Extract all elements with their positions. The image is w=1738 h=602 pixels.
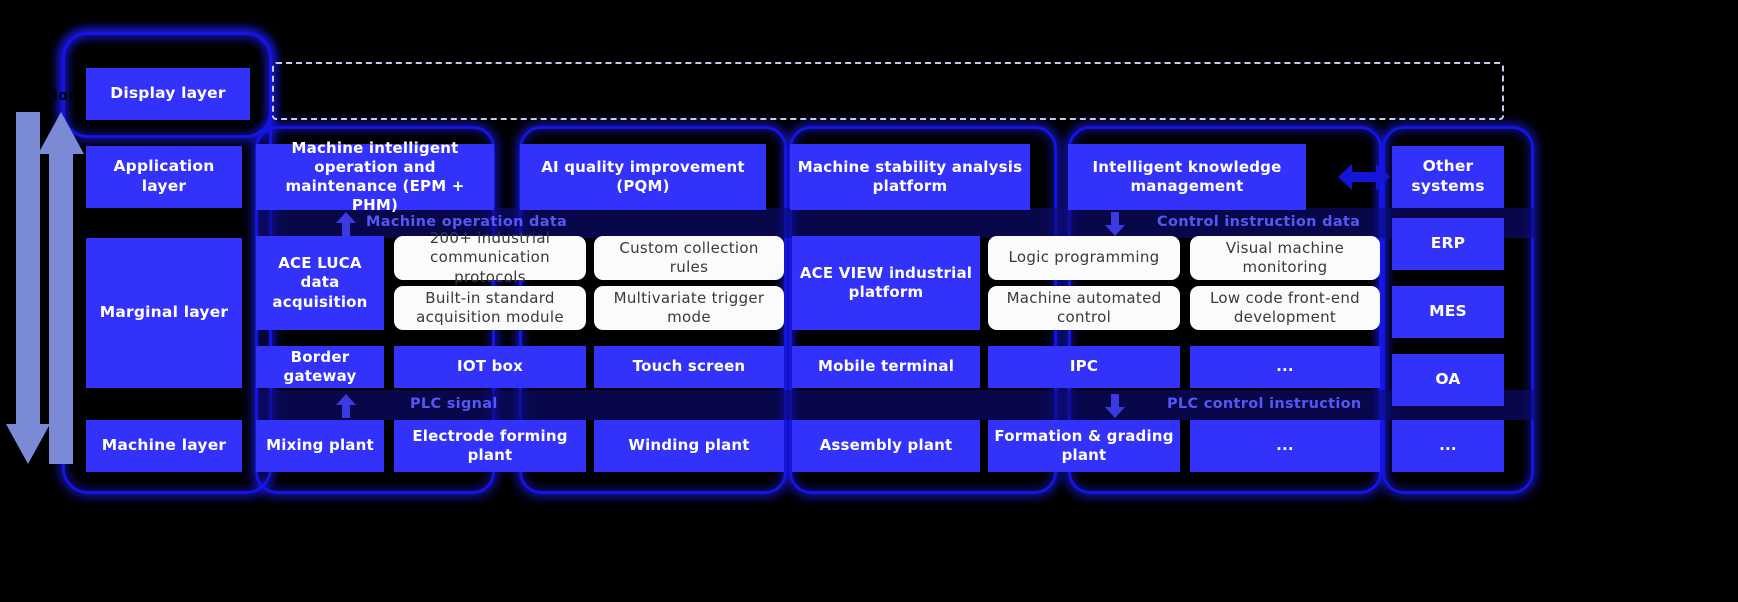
app-item-pqm[interactable]: AI quality improvement (PQM): [520, 144, 766, 210]
machine-winding-plant[interactable]: Winding plant: [594, 420, 784, 472]
machine-layer-label: Machine layer: [86, 420, 242, 472]
machine-electrode-forming-plant[interactable]: Electrode forming plant: [394, 420, 586, 472]
device-iot-box[interactable]: IOT box: [394, 346, 586, 388]
display-layer-dashed-frame: [272, 62, 1504, 120]
feature-logic-programming[interactable]: Logic programming: [988, 236, 1180, 280]
device-touch-screen[interactable]: Touch screen: [594, 346, 784, 388]
device-border-gateway[interactable]: Border gateway: [256, 346, 384, 388]
app-item-stability-platform[interactable]: Machine stability analysis platform: [790, 144, 1030, 210]
machine-assembly-plant[interactable]: Assembly plant: [792, 420, 980, 472]
external-system-erp[interactable]: ERP: [1392, 218, 1504, 270]
feature-visual-machine-monitoring[interactable]: Visual machine monitoring: [1190, 236, 1380, 280]
application-layer-label: Application layer: [86, 146, 242, 208]
marginal-layer-label: Marginal layer: [86, 238, 242, 388]
control-flow-up-arrow: [38, 112, 84, 464]
machine-formation-grading-plant[interactable]: Formation & grading plant: [988, 420, 1180, 472]
plc-signal-up-arrow: [336, 394, 356, 418]
feature-low-code-development[interactable]: Low code front-end development: [1190, 286, 1380, 330]
ace-luca-platform[interactable]: ACE LUCA data acquisition: [256, 236, 384, 330]
feature-machine-automated-control[interactable]: Machine automated control: [988, 286, 1180, 330]
information-flow-down-arrow: [6, 112, 50, 464]
app-item-epm-phm[interactable]: Machine intelligent operation and mainte…: [256, 139, 494, 214]
app-item-knowledge-management[interactable]: Intelligent knowledge management: [1068, 144, 1306, 210]
device-ipc[interactable]: IPC: [988, 346, 1180, 388]
control-instruction-data-down-arrow: [1105, 212, 1125, 236]
machine-more-2[interactable]: ...: [1392, 420, 1504, 472]
ace-view-platform[interactable]: ACE VIEW industrial platform: [792, 236, 980, 330]
machine-mixing-plant[interactable]: Mixing plant: [256, 420, 384, 472]
external-system-mes[interactable]: MES: [1392, 286, 1504, 338]
external-system-oa[interactable]: OA: [1392, 354, 1504, 406]
plc-signal-label: PLC signal: [410, 396, 498, 412]
plc-control-instruction-label: PLC control instruction: [1167, 396, 1362, 412]
plc-control-instruction-down-arrow: [1105, 394, 1125, 418]
machine-more-1[interactable]: ...: [1190, 420, 1380, 472]
external-systems-header: Other systems: [1392, 146, 1504, 208]
feature-custom-collection-rules[interactable]: Custom collection rules: [594, 236, 784, 280]
machine-operation-data-up-arrow: [336, 212, 356, 236]
device-more[interactable]: ...: [1190, 346, 1380, 388]
feature-200-protocols[interactable]: 200+ industrial communication protocols: [394, 229, 586, 286]
side-flow-label: tion: [46, 88, 79, 104]
display-layer-label: Display layer: [86, 68, 250, 120]
bidirectional-link-icon: [1338, 164, 1390, 190]
plc-signal-band: [258, 390, 1534, 420]
device-mobile-terminal[interactable]: Mobile terminal: [792, 346, 980, 388]
feature-builtin-acquisition-module[interactable]: Built-in standard acquisition module: [394, 286, 586, 330]
machine-operation-data-band: [258, 208, 1534, 238]
machine-operation-data-label: Machine operation data: [366, 214, 568, 230]
control-instruction-data-label: Control instruction data: [1157, 214, 1361, 230]
feature-multivariate-trigger-mode[interactable]: Multivariate trigger mode: [594, 286, 784, 330]
